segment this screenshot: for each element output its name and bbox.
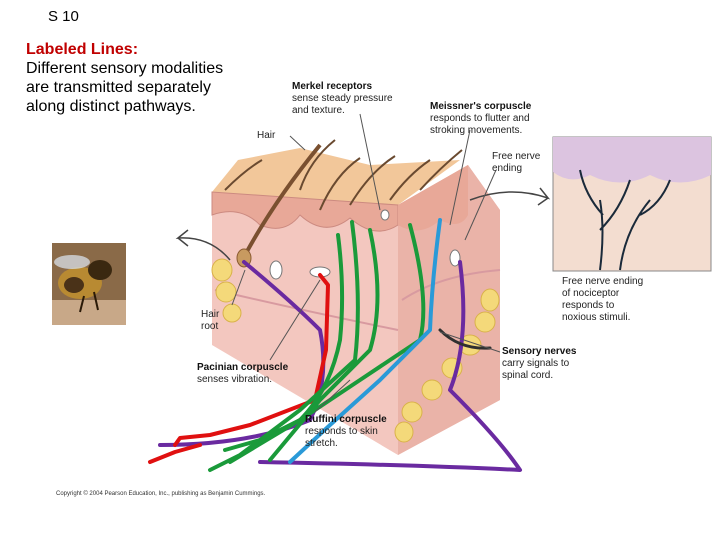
pathway-green-2 <box>208 220 360 472</box>
copyright-notice: Copyright © 2004 Pearson Education, Inc.… <box>56 491 266 497</box>
meissner-label: Meissner's corpuscle responds to flutter… <box>430 101 532 136</box>
pacinian-label: Pacinian corpuscle senses vibration. <box>197 362 289 385</box>
nociceptor-inset <box>552 136 712 272</box>
nociceptor-label: Free nerve ending of nociceptor responds… <box>562 276 644 323</box>
pathway-green-4 <box>268 228 380 462</box>
pathway-green-3 <box>228 223 426 464</box>
slide-number: S 10 <box>48 8 79 25</box>
pathway-purple-nociceptor <box>258 260 522 472</box>
fat-lobules <box>211 258 500 443</box>
intro-text: Labeled Lines: Different sensory modalit… <box>26 40 236 116</box>
nerve-pathways <box>148 218 522 472</box>
free-nerve-label: Free nerve ending <box>492 151 541 174</box>
main-hair-shaft <box>243 143 322 256</box>
leader-lines <box>231 113 501 413</box>
pathway-red-2 <box>148 443 202 464</box>
pathway-red <box>173 273 330 447</box>
pathway-blue <box>288 218 442 464</box>
bee-photo <box>52 243 126 325</box>
surface-hairs <box>224 139 463 211</box>
pathway-green-1 <box>223 233 345 452</box>
sensory-nerves-label: Sensory nerves carry signals to spinal c… <box>502 346 577 381</box>
hair-root-label: Hair root <box>201 309 220 332</box>
hair-label: Hair <box>257 130 276 141</box>
intro-heading: Labeled Lines: <box>26 41 139 58</box>
receptor-icons <box>269 209 461 280</box>
merkel-label: Merkel receptors sense steady pressure a… <box>292 81 393 116</box>
pathway-purple-hair <box>158 260 326 447</box>
inset-arrow-right <box>469 187 551 206</box>
intro-body: Different sensory modalities are transmi… <box>26 60 224 115</box>
ruffini-label: Ruffini corpuscle responds to skin stret… <box>305 414 387 449</box>
inset-arrow-left <box>175 229 231 261</box>
